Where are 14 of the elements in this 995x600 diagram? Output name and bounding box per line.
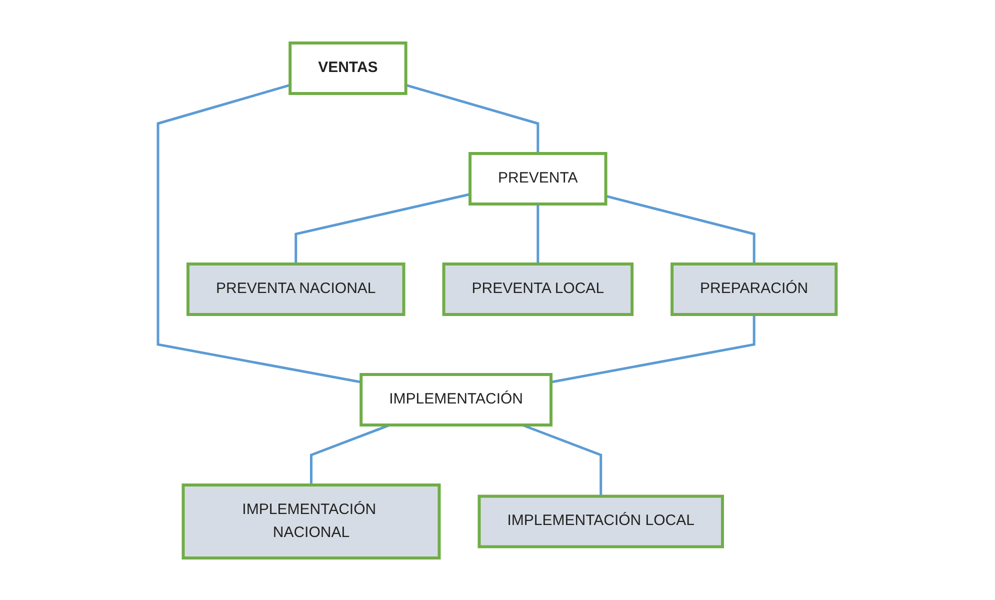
connector — [551, 314, 756, 383]
connector — [295, 192, 471, 264]
connector — [406, 83, 540, 153]
connector — [157, 83, 362, 383]
node-box: PREPARACIÓN — [670, 262, 838, 316]
node-box: PREVENTA — [468, 152, 608, 205]
connector — [537, 204, 540, 264]
node-box: VENTAS — [289, 41, 408, 94]
node-box: IMPLEMENTACIÓN LOCAL — [478, 494, 724, 548]
node-box: PREVENTA LOCAL — [442, 262, 634, 316]
node-box: PREVENTA NACIONAL — [186, 262, 406, 316]
node-box: IMPLEMENTACIÓN — [360, 372, 553, 426]
connector — [606, 194, 756, 264]
node-box: IMPLEMENTACIÓN NACIONAL — [182, 483, 442, 559]
